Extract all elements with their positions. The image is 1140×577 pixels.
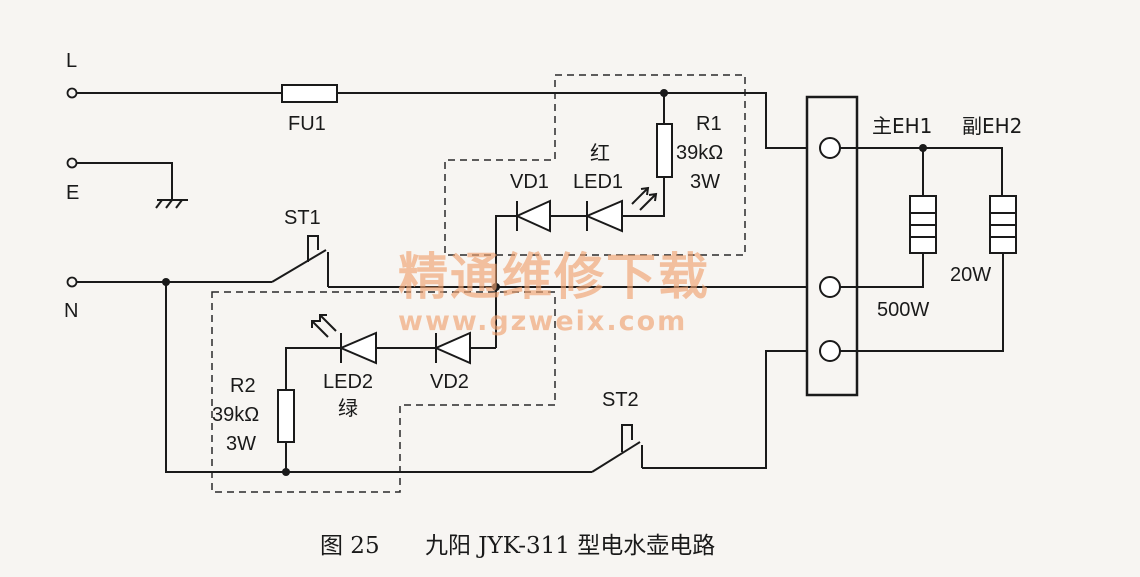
switch-ST1 <box>271 235 329 287</box>
led2-module-outline <box>211 291 556 493</box>
label-LED1-color: 红 <box>590 141 610 165</box>
terminal-L <box>66 87 78 99</box>
label-EH1-power: 500W <box>877 299 929 321</box>
switch-ST2 <box>591 424 643 473</box>
label-EH2: 副EH2 <box>962 114 1022 138</box>
diode-VD1 <box>514 199 551 233</box>
diode-VD2 <box>433 331 471 365</box>
terminal-block-pin-2 <box>819 276 841 298</box>
label-EH2-power: 20W <box>950 264 991 286</box>
label-R2-name: R2 <box>230 375 256 397</box>
label-E: E <box>66 182 79 204</box>
led1-module-outline <box>444 74 746 256</box>
resistor-R2 <box>277 389 295 443</box>
live-wire-after-fuse <box>337 92 817 149</box>
watermark-url: www.gzweix.com <box>398 306 687 337</box>
label-EH1: 主EH1 <box>872 114 932 138</box>
label-R1-name: R1 <box>696 113 722 135</box>
label-L: L <box>66 50 77 72</box>
label-VD1: VD1 <box>510 171 549 193</box>
earth-wire <box>76 162 173 200</box>
terminal-block-pin-3 <box>819 340 841 362</box>
label-LED1-name: LED1 <box>573 171 623 193</box>
led2-symbol <box>311 314 377 365</box>
heater-common-wire <box>840 147 1003 196</box>
label-ST2: ST2 <box>602 389 639 411</box>
st2-to-heater-wire <box>642 350 817 469</box>
label-ST1: ST1 <box>284 207 321 229</box>
label-N: N <box>64 300 78 322</box>
terminal-E <box>66 157 78 169</box>
label-R1-value: 39kΩ <box>676 142 723 164</box>
resistor-R1 <box>656 123 673 178</box>
eh1-lead-bottom <box>840 253 924 288</box>
fuse-FU1 <box>281 84 338 103</box>
led1-symbol <box>584 186 658 233</box>
eh2-lead-bottom <box>840 253 1004 352</box>
label-LED2-name: LED2 <box>323 371 373 393</box>
led1-light-arrows <box>631 186 658 211</box>
caption-title: 九阳 JYK-311 型电水壶电路 <box>425 533 715 559</box>
heater-EH2 <box>989 195 1017 254</box>
terminal-block-pin-1 <box>819 137 841 159</box>
label-R2-value: 39kΩ <box>212 404 259 426</box>
ground-symbol <box>155 199 188 209</box>
led2-light-arrows <box>311 314 337 338</box>
vd1-to-junction-wire <box>495 215 517 287</box>
label-R2-power: 3W <box>226 433 256 455</box>
r1-lead-bottom <box>622 177 665 217</box>
label-R1-power: 3W <box>690 171 720 193</box>
label-FU1: FU1 <box>288 113 326 135</box>
terminal-N <box>66 276 78 288</box>
label-VD2: VD2 <box>430 371 469 393</box>
caption-figure-number: 图 25 <box>320 533 380 559</box>
label-LED2-color: 绿 <box>338 396 358 420</box>
heater-EH1 <box>909 195 937 254</box>
led2-to-r2-wire <box>285 347 341 390</box>
watermark-title: 精通维修下载 <box>398 248 710 306</box>
neutral-bottom-wire <box>165 282 592 473</box>
